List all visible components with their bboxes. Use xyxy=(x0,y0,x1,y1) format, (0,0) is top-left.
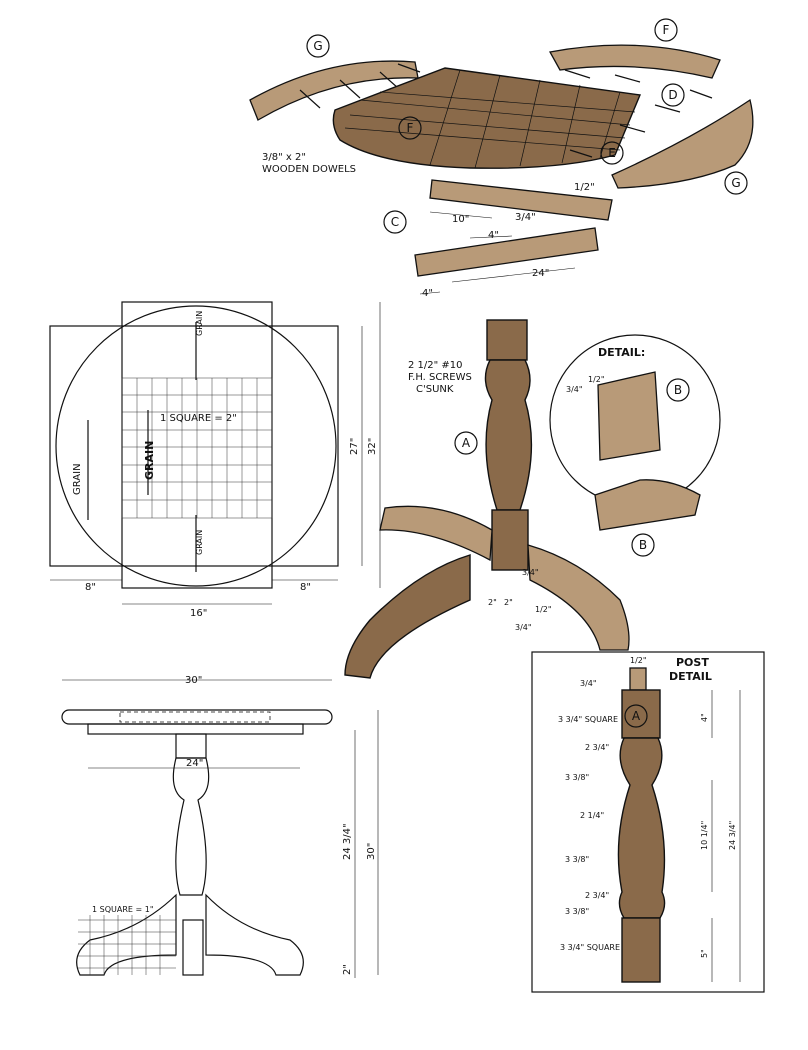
cleat-lower xyxy=(414,227,599,277)
part-g-right-piece xyxy=(611,98,754,189)
joint-detail xyxy=(549,334,721,531)
dim-3-3-8-in-b: 3 3/8" xyxy=(565,855,589,864)
dim-30-in-height: 30" xyxy=(366,843,377,860)
dim-5-in: 5" xyxy=(700,949,709,958)
detail-title: DETAIL: xyxy=(598,346,645,359)
dim-24-in-cleat: 24" xyxy=(186,758,203,769)
dim-4-in-a: 4" xyxy=(488,230,499,241)
dim-half-in-post: 1/2" xyxy=(630,656,647,665)
callout-a-1: A xyxy=(462,436,471,450)
grain-label-top: GRAIN xyxy=(195,311,204,336)
dim-3-4-in-post: 3/4" xyxy=(580,679,597,688)
square-scale-top: 1 SQUARE = 2" xyxy=(160,413,237,424)
dim-10-in: 10" xyxy=(452,214,469,225)
dowels-note-type: WOODEN DOWELS xyxy=(262,164,356,175)
pedestal-assembly xyxy=(344,319,630,679)
part-f-right-rail xyxy=(548,44,721,79)
dim-3-3-4-square-top: 3 3/4" SQUARE xyxy=(558,715,618,724)
dim-3-3-4-square-bottom: 3 3/4" SQUARE xyxy=(560,943,620,952)
callout-d: D xyxy=(668,88,677,102)
dim-24-in: 24" xyxy=(532,268,549,279)
dowels-note-size: 3/8" x 2" xyxy=(262,152,306,163)
dim-3-4-in: 3/4" xyxy=(515,212,536,223)
post-detail-panel xyxy=(531,651,765,993)
dim-4-in-post: 4" xyxy=(700,713,709,722)
dim-3-4-in-leg: 3/4" xyxy=(515,623,532,632)
dowels-left xyxy=(299,63,421,109)
dim-10-1-4-in: 10 1/4" xyxy=(700,821,709,850)
part-f-checkerboard-top xyxy=(332,67,641,169)
callout-e: E xyxy=(608,146,616,160)
screws-note-type: F.H. SCREWS xyxy=(408,372,472,383)
screws-note-size: 2 1/2" #10 xyxy=(408,360,463,371)
dim-2-in-b: 2" xyxy=(504,598,513,607)
dowels-right xyxy=(564,69,713,158)
dim-8-in-left: 8" xyxy=(85,582,96,593)
dim-30-in-width: 30" xyxy=(185,675,202,686)
grain-label-center: GRAIN xyxy=(143,441,156,480)
post-detail-turned-section xyxy=(617,737,666,919)
grain-label-left: GRAIN xyxy=(72,463,83,495)
dim-27-in: 27" xyxy=(349,438,360,455)
callout-g-1: G xyxy=(313,39,322,53)
elevation-turned-column xyxy=(172,757,210,896)
post-turned-column xyxy=(484,359,533,511)
outer-blank-rect xyxy=(49,325,339,567)
dim-32-in: 32" xyxy=(367,438,378,455)
leg-front xyxy=(344,554,471,679)
callout-f-2: F xyxy=(407,121,414,135)
callout-g-2: G xyxy=(731,176,740,190)
grain-label-bottom: GRAIN xyxy=(195,530,204,555)
callout-a-2: A xyxy=(632,709,641,723)
top-plan-view xyxy=(49,301,381,605)
post-base-square xyxy=(491,509,529,571)
dim-2-3-4-in-b: 2 3/4" xyxy=(585,891,609,900)
dim-2-3-4-in-a: 2 3/4" xyxy=(585,743,609,752)
dim-2-1-4-in: 2 1/4" xyxy=(580,811,604,820)
side-elevation xyxy=(61,679,379,978)
elevation-base xyxy=(76,893,304,976)
dim-8-in-right: 8" xyxy=(300,582,311,593)
callouts-top: G F D F E G C xyxy=(306,18,748,234)
dim-half-in-leg: 1/2" xyxy=(535,605,552,614)
checker-grid xyxy=(344,69,636,169)
post-detail-title-2: DETAIL xyxy=(669,670,712,683)
dim-16-in: 16" xyxy=(190,608,207,619)
callout-b-1: B xyxy=(674,383,682,397)
leg-pattern-grid xyxy=(78,915,176,975)
callout-b-2: B xyxy=(639,538,647,552)
dim-4-in-b: 4" xyxy=(422,288,433,299)
post-detail-frame xyxy=(531,651,765,993)
dim-3-3-8-in-a: 3 3/8" xyxy=(565,773,589,782)
dim-half-in: 1/2" xyxy=(574,182,595,193)
dim-2-in-a: 2" xyxy=(488,598,497,607)
screws-note-sunk: C'SUNK xyxy=(416,384,454,395)
dim-24-3-4-in-post: 24 3/4" xyxy=(728,821,737,850)
dim-2-in-foot: 2" xyxy=(342,964,353,975)
post-detail-top-block xyxy=(621,689,661,739)
round-top-outline xyxy=(55,305,337,587)
dim-3-3-8-in-c: 3 3/8" xyxy=(565,907,589,916)
checker-square-grid xyxy=(121,377,273,519)
leg-back-left xyxy=(379,505,493,562)
post-top-square xyxy=(486,319,528,361)
callout-c: C xyxy=(391,215,399,229)
square-scale-side: 1 SQUARE = 1" xyxy=(92,905,154,914)
callout-f-1: F xyxy=(663,23,670,37)
dim-3-4-detail: 3/4" xyxy=(566,385,583,394)
detail-post-slot xyxy=(597,371,661,461)
detail-leg-tenon xyxy=(594,479,701,531)
exploded-top-assembly xyxy=(249,44,754,189)
part-c-cleats xyxy=(414,179,613,295)
post-detail-bottom-block xyxy=(621,917,661,983)
dim-half-detail: 1/2" xyxy=(588,375,605,384)
elevation-cleat xyxy=(87,723,304,735)
post-detail-title-1: POST xyxy=(676,656,709,669)
dim-24-3-4-in: 24 3/4" xyxy=(342,823,353,860)
dim-3-4-in-slot: 3/4" xyxy=(522,568,539,577)
leg-back-right xyxy=(527,544,630,651)
cleat-upper xyxy=(429,179,613,221)
